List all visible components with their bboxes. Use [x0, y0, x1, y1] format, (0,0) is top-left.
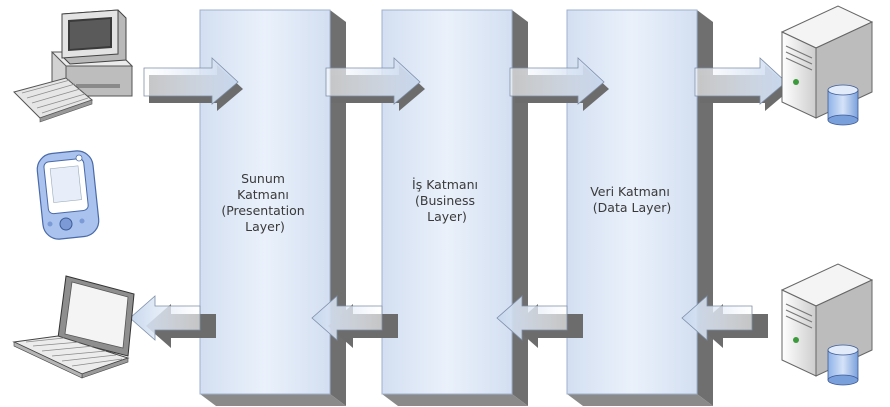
- arrow-right-3: [509, 57, 609, 111]
- business-layer-label: İş Katmanı (Business Layer): [412, 177, 482, 224]
- desktop-computer-icon: [13, 9, 134, 123]
- data-layer-label: Veri Katmanı (Data Layer): [590, 184, 674, 215]
- arrow-right-1: [143, 57, 243, 111]
- database-server-icon: [780, 5, 874, 126]
- arrow-right-2: [325, 57, 425, 111]
- arrow-left-2: [311, 295, 398, 348]
- presentation-layer-label: Sunum Katmanı (Presentation Layer): [221, 171, 308, 234]
- arrow-right-4: [694, 57, 791, 111]
- laptop-icon: [12, 275, 135, 379]
- arrow-left-1: [129, 295, 216, 348]
- pda-icon: [36, 150, 100, 240]
- arrow-left-4: [681, 295, 768, 348]
- database-server-icon: [780, 263, 874, 386]
- arrow-left-3: [496, 295, 583, 348]
